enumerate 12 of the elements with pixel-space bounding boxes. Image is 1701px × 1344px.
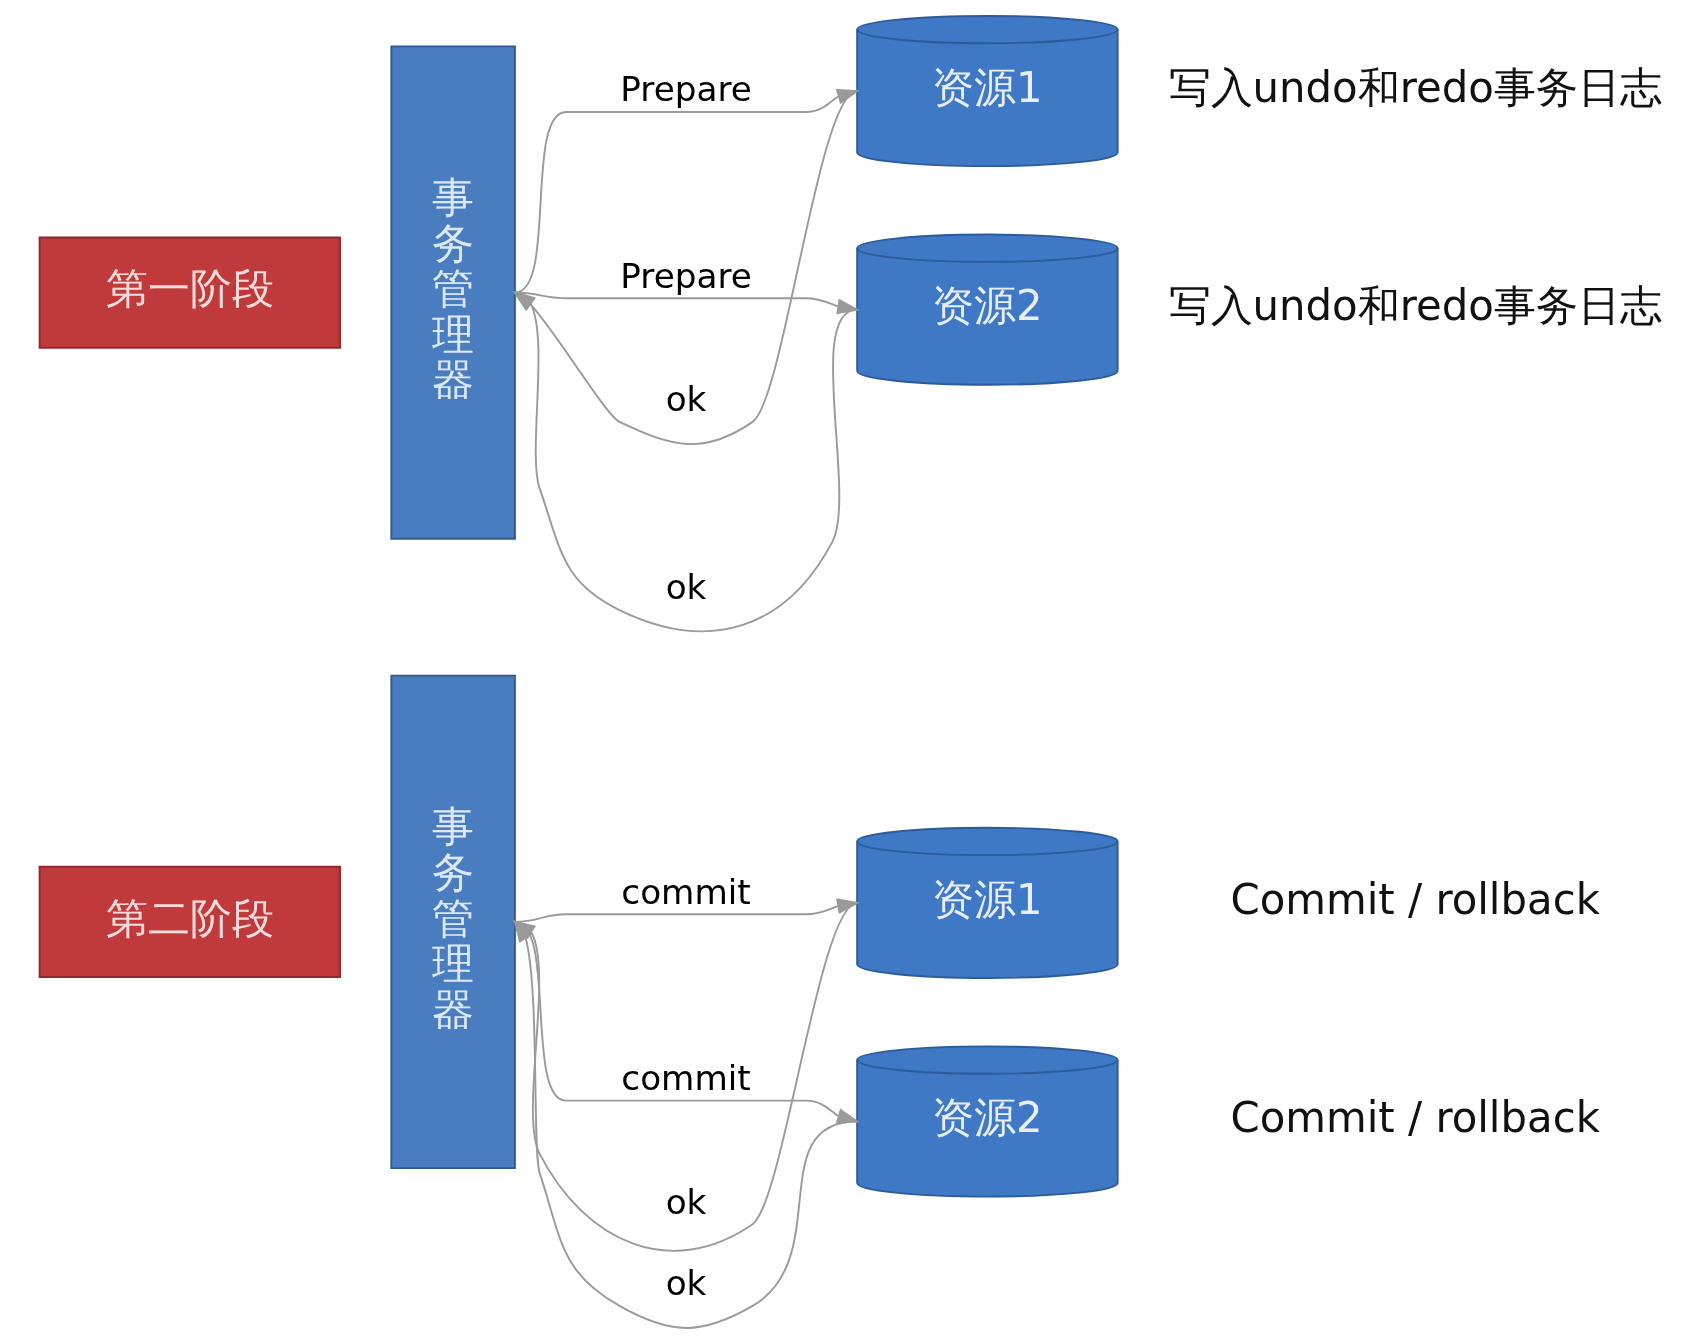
edge-label: commit <box>621 871 751 912</box>
edge-label: ok <box>665 1263 707 1304</box>
edge-label: ok <box>665 567 707 608</box>
node-label: Commit / rollback <box>1230 874 1600 924</box>
edge-label: Prepare <box>620 69 752 110</box>
node-label: 写入undo和redo事务日志 <box>1168 281 1662 331</box>
edge-label: commit <box>621 1057 751 1098</box>
node-label: 写入undo和redo事务日志 <box>1168 62 1662 112</box>
edge-label: ok <box>665 1181 707 1222</box>
edge-label: Prepare <box>620 255 752 296</box>
edge-label: ok <box>665 379 707 420</box>
node-label: Commit / rollback <box>1230 1093 1600 1143</box>
